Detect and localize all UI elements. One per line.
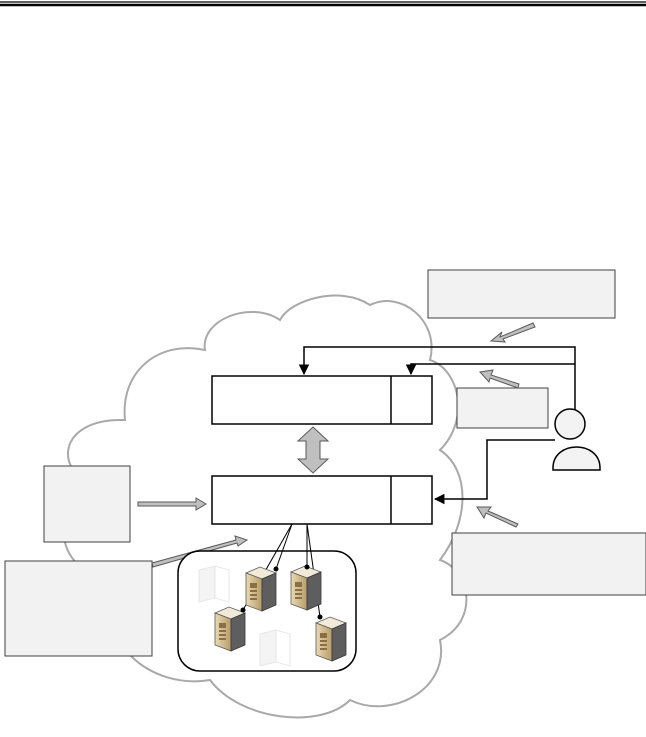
page-icon-2 [259,629,291,667]
user-connector-lines [298,346,576,505]
callout-box-bottom-right [451,532,646,596]
callout-box-bottom-left [4,560,153,657]
callout-box-left [43,465,131,543]
page-icon [198,565,230,603]
double-arrow-icon [296,426,330,474]
callout-box-right-small [456,387,549,429]
user-icon [552,408,601,471]
upper-layer-box [211,375,433,425]
server-link-dots [240,564,323,620]
lower-layer-box [211,475,433,525]
top-rule [0,1,646,7]
server-icon-2 [290,565,322,611]
callout-box-top-right [427,269,616,319]
callout-arrows [137,322,536,568]
server-icon-3 [214,606,246,652]
server-icon-1 [245,566,277,612]
server-icon-4 [315,616,347,662]
